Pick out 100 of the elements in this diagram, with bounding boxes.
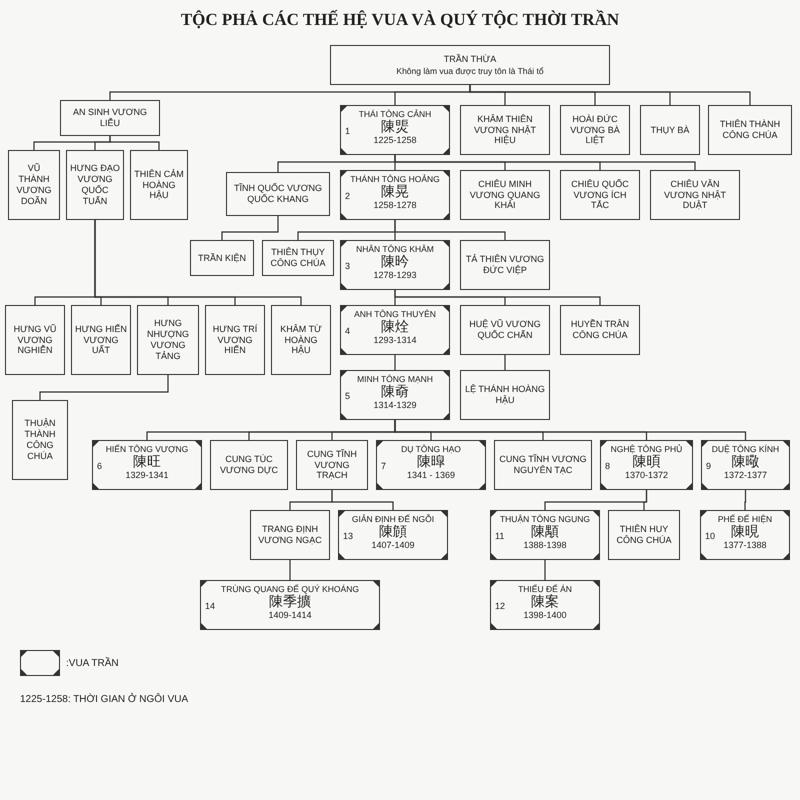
king-name: THIẾU ĐẾ ÁN [518, 584, 572, 594]
connector-line [394, 420, 746, 440]
connector-line [394, 355, 396, 370]
king-box [376, 440, 486, 490]
person-box [560, 305, 640, 355]
king-box [340, 105, 450, 155]
person-name: HOÀI ĐỨC VƯƠNG BÀ LIỆT [569, 114, 621, 146]
reign-number: 1 [345, 126, 350, 137]
person-box [190, 240, 254, 276]
king-name: THÁNH TÔNG HOẢNG [350, 174, 440, 184]
reign-years: 1278-1293 [373, 270, 417, 281]
person-name: KHÂM TỪ HOÀNG HẬU [279, 324, 323, 356]
person-name: HƯNG ĐẠO VƯƠNG QUỐC TUẤN [70, 163, 120, 207]
king-name: HIẾN TÔNG VƯỢNG [106, 444, 188, 454]
reign-number: 3 [345, 261, 350, 272]
person-box [5, 305, 65, 375]
person-name: HUYỀN TRÂN CÔNG CHÚA [570, 319, 630, 341]
person-box [262, 240, 334, 276]
king-name: ANH TÔNG THUYÊN [354, 309, 436, 320]
king-name: PHẾ ĐẾ HIỆN [718, 514, 772, 524]
connector-line [289, 560, 291, 580]
reign-years: 1341 - 1369 [406, 470, 456, 481]
person-name: HƯNG TRÍ VƯƠNG HIẾN [212, 324, 258, 356]
chinese-name: 陳晃 [381, 184, 409, 200]
person-name: HƯNG HIẾN VƯƠNG UẤT [75, 324, 127, 356]
connector-line [469, 85, 751, 105]
diagram-title: TỘC PHẢ CÁC THẾ HỆ VUA VÀ QUÝ TỘC THỜI TRẦN [180, 10, 620, 30]
person-name: CHIÊU MINH VƯƠNG QUANG KHẢI [468, 178, 542, 212]
person-box [130, 150, 188, 220]
chinese-name: 陳旺 [133, 454, 161, 470]
person-box [460, 105, 550, 155]
person-name: THỤY BÀ [650, 124, 690, 136]
person-name: LỆ THÁNH HOÀNG HẬU [464, 384, 546, 406]
person-box [137, 305, 199, 375]
connector-line [504, 355, 506, 370]
king-box [701, 440, 790, 490]
person-name: TRẦN KIỆN [198, 252, 246, 264]
king-box [338, 510, 448, 560]
king-box [490, 580, 600, 630]
person-name: TRANG ĐỊNH VƯƠNG NGẠC [257, 524, 323, 546]
reign-number: 13 [343, 531, 354, 542]
person-box [12, 400, 68, 480]
note-text: Không làm vua được truy tôn là Thái tổ [396, 66, 544, 76]
person-name: HUỆ VŨ VƯƠNG QUỐC CHẨN [468, 319, 542, 341]
king-box [490, 510, 600, 560]
person-name: THIÊN HUY CÔNG CHÚA [615, 524, 672, 546]
king-box [92, 440, 202, 490]
king-name: NGHỆ TÔNG PHỦ [610, 444, 682, 454]
person-name: TĨNH QUỐC VƯƠNG QUỐC KHANG [233, 183, 323, 205]
person-name: CHIÊU QUỐC VƯƠNG ÍCH TẮC [570, 178, 630, 212]
connector-line [39, 375, 169, 400]
reign-number: 2 [345, 191, 350, 202]
connector-line [744, 490, 746, 510]
reign-number: 8 [605, 461, 610, 472]
king-box [700, 510, 790, 560]
reign-number: 10 [705, 531, 716, 542]
reign-number: 4 [345, 326, 350, 337]
king-box [200, 580, 380, 630]
chinese-name: 陳晛 [731, 524, 759, 540]
person-name: CUNG TĨNH VƯƠNG TRẠCH [306, 448, 358, 482]
reign-number: 9 [706, 461, 712, 472]
chinese-name: 陳頠 [379, 524, 407, 540]
person-box [560, 105, 630, 155]
person-name: HƯNG NHƯỢNG VƯƠNG TẢNG [146, 318, 190, 362]
person-name: THUẬN THÀNH CÔNG CHÚA [24, 418, 56, 462]
chinese-name: 陳暊 [632, 454, 660, 470]
king-name: GIẢN ĐỊNH ĐẾ NGỖI [352, 514, 434, 524]
person-box [60, 100, 160, 136]
chinese-name: 陳季擴 [269, 594, 311, 610]
reign-years: 1225-1258 [373, 135, 417, 146]
chinese-name: 陳案 [531, 594, 559, 610]
reign-years: 1398-1400 [523, 610, 567, 621]
king-name: THUẬN TÔNG NGUNG [500, 514, 590, 524]
reign-years: 1388-1398 [523, 540, 567, 551]
person-name: CUNG TĨNH VƯƠNG NGUYÊN TẠC [498, 454, 588, 476]
legend-text: :VUA TRẦN [66, 658, 119, 668]
connector-line [221, 216, 279, 240]
reign-number: 11 [495, 531, 504, 542]
connector-line [643, 490, 648, 510]
connector-line [394, 220, 506, 240]
king-box [340, 240, 450, 290]
connector-line [109, 136, 160, 150]
person-box [271, 305, 331, 375]
person-box [608, 510, 680, 560]
king-name: NHÂN TÔNG KHÂM [356, 244, 434, 254]
person-box [71, 305, 131, 375]
reign-number: 12 [495, 601, 506, 612]
connector-line [331, 490, 394, 510]
person-name: CHIÊU VĂN VƯƠNG NHẬT DUẬT [663, 178, 727, 212]
reign-number: 5 [345, 391, 350, 402]
person-box [460, 305, 550, 355]
person-box [560, 170, 640, 220]
reign-years: 1377-1388 [723, 540, 767, 551]
chinese-name: 陳烇 [381, 319, 409, 336]
person-box [460, 240, 550, 290]
king-box [340, 170, 450, 220]
person-box [296, 440, 368, 490]
reign-years: 1314-1329 [373, 400, 417, 411]
person-name: THIÊN CẢM HOÀNG HẬU [134, 168, 184, 202]
king-box [600, 440, 693, 490]
